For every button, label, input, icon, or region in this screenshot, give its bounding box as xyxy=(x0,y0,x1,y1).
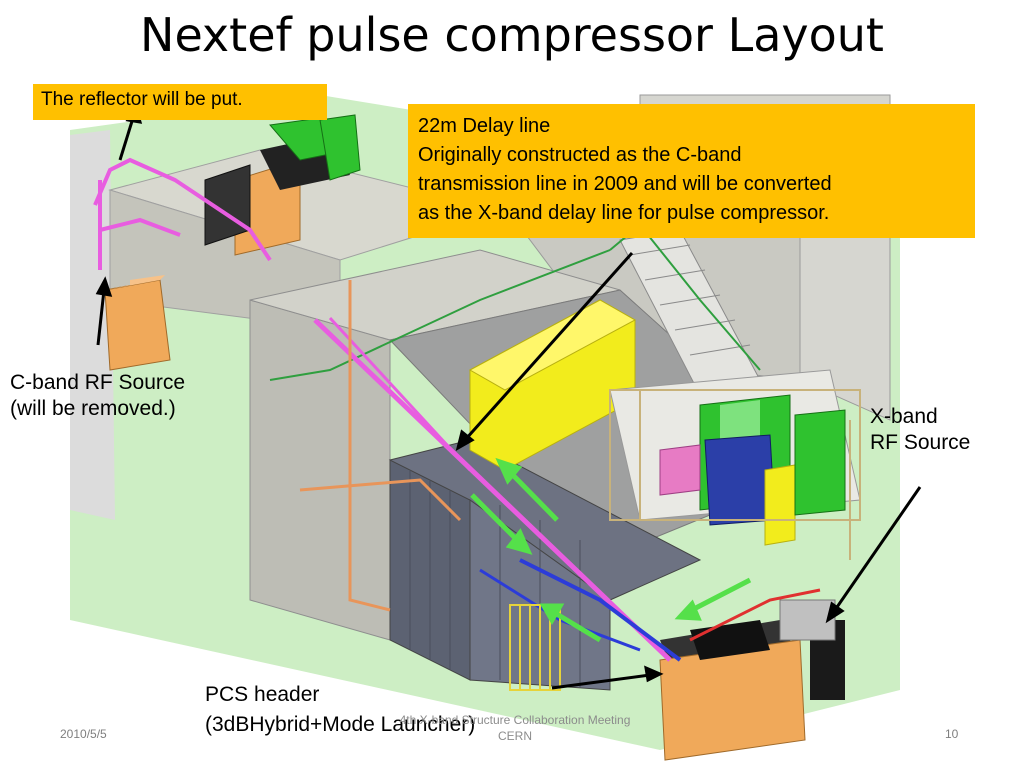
pcs-header-label: PCS header (3dBHybrid+Mode Launcher) xyxy=(205,680,475,740)
delay-line-callout-line-2: Originally constructed as the C-band xyxy=(418,144,742,166)
reflector-callout-text: The reflector will be put. xyxy=(41,89,243,110)
delay-line-callout-line-4: as the X-band delay line for pulse compr… xyxy=(418,202,830,224)
xband-source-label-line-1: X-band xyxy=(870,405,938,428)
delay-line-callout-line-3: transmission line in 2009 and will be co… xyxy=(418,173,832,195)
cband-source-label-line-1: C-band RF Source xyxy=(10,371,186,394)
reflector-callout: The reflector will be put. xyxy=(33,84,327,120)
footer-center-line-2: CERN xyxy=(497,729,532,743)
xband-source-label: X-band RF Source xyxy=(870,404,970,456)
footer-center-line-1: 4th X-band Structure Collaboration Meeti… xyxy=(399,713,631,727)
delay-line-callout-line-1: 22m Delay line xyxy=(418,115,551,137)
slide-title: Nextef pulse compressor Layout xyxy=(140,8,884,62)
footer-center: 4th X-band Structure Collaboration Meeti… xyxy=(350,712,680,744)
cband-source-label: C-band RF Source (will be removed.) xyxy=(10,370,185,422)
cband-source-label-line-2: (will be removed.) xyxy=(10,397,176,420)
pcs-header-label-line-1: PCS header xyxy=(205,683,320,706)
footer-date: 2010/5/5 xyxy=(60,727,107,741)
pcs-header-label-line-2: (3dBHybrid+Mode Launcher) xyxy=(205,713,476,736)
footer-page-number: 10 xyxy=(945,727,959,741)
delay-line-callout: 22m Delay line Originally constructed as… xyxy=(408,104,975,238)
xband-source-label-line-2: RF Source xyxy=(870,431,971,454)
